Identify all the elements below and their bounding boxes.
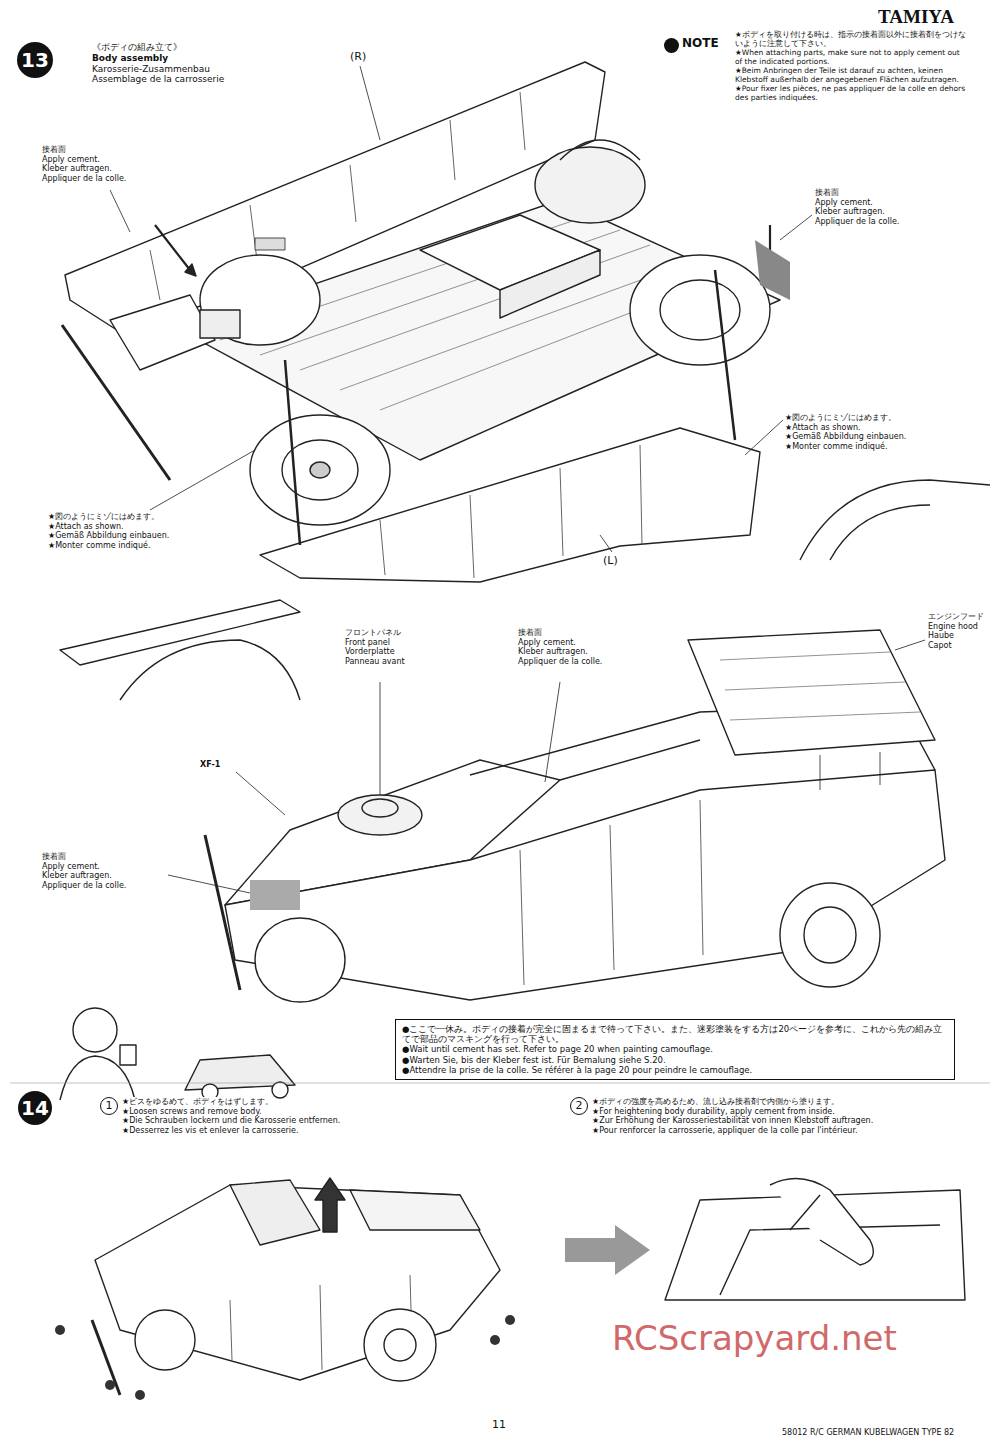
cement-callout-group: 接着面Apply cement.Kleber auftragen.Appliqu… <box>42 852 167 890</box>
note-text: 1 <box>106 1099 113 1112</box>
instruction-text: ★Desserrez les vis et enlever la carross… <box>122 1126 299 1136</box>
paint-code-group: XF-1 <box>200 760 240 770</box>
step-number: 1 <box>100 1097 118 1115</box>
instruction-callout-group: ★図のようにミゾにはめます。★Attach as shown.★Gemäß Ab… <box>48 512 223 550</box>
step-heading: Body assembly <box>92 53 168 64</box>
part-name: (R) <box>350 50 366 63</box>
brand-logo: TAMIYA <box>878 6 954 29</box>
part-callout: フロントパネル <box>345 628 401 638</box>
note-text: 13 <box>21 48 49 72</box>
brand-logo-group: TAMIYA <box>878 6 993 29</box>
part-callout: Front panel <box>345 638 390 648</box>
step-heading: Assemblage de la carrosserie <box>92 74 224 85</box>
instruction-callout: ★図のようにミゾにはめます。 <box>785 413 896 423</box>
note-text-group: ★ボディを取り付ける時は、指示の接着面以外に接着剤をつけないように注意して下さい… <box>735 30 967 102</box>
footer-text: 58012 R/C GERMAN KUBELWAGEN TYPE 82 <box>782 1428 954 1438</box>
cement-callout: Apply cement. <box>42 155 100 165</box>
part-callout-group: フロントパネルFront panelVorderplattePanneau av… <box>345 628 455 666</box>
note-text: ●Attendre la prise de la colle. Se référ… <box>402 1065 752 1075</box>
note-heading: NOTE <box>682 36 719 50</box>
note-text: ★Beim Anbringen der Teile ist darauf zu … <box>735 66 967 84</box>
part-callout: Vorderplatte <box>345 647 395 657</box>
instruction-callout: ★Gemäß Abbildung einbauen. <box>785 432 906 442</box>
instruction-text: ★For heightening body durability, apply … <box>592 1107 835 1117</box>
cement-callout: Kleber auftragen. <box>518 647 588 657</box>
step-number: 2 <box>570 1097 588 1115</box>
instruction-callout: ★Attach as shown. <box>48 522 124 532</box>
part-name: (L) <box>603 554 618 567</box>
cement-callout: 接着面 <box>42 145 66 155</box>
part-callout: Engine hood <box>928 622 978 632</box>
note-text: ★When attaching parts, make sure not to … <box>735 48 967 66</box>
part-callout: Panneau avant <box>345 657 405 667</box>
step-number: 14 <box>18 1091 52 1125</box>
note-text: ●Wait until cement has set. Refer to pag… <box>402 1044 713 1054</box>
step-heading-group: 《ボディの組み立て》Body assemblyKarosserie-Zusamm… <box>92 42 292 85</box>
note-heading-group: NOTE <box>682 36 732 50</box>
part-callout-group: エンジンフードEngine hoodHaubeCapot <box>928 612 996 650</box>
instruction-callout: ★Gemäß Abbildung einbauen. <box>48 531 169 541</box>
cement-callout: Apply cement. <box>518 638 576 648</box>
paint-code: XF-1 <box>200 760 220 770</box>
cement-callout-group: 接着面Apply cement.Kleber auftragen.Appliqu… <box>42 145 167 183</box>
page-number-group: 11 <box>492 1418 522 1431</box>
page-number: 11 <box>492 1418 506 1431</box>
cement-callout: 接着面 <box>42 852 66 862</box>
part-callout: Haube <box>928 631 954 641</box>
instruction-callout: ★図のようにミゾにはめます。 <box>48 512 159 522</box>
instruction-text: ★Loosen screws and remove body. <box>122 1107 262 1117</box>
instruction-text: ★Die Schrauben lockern und die Karosseri… <box>122 1116 340 1126</box>
instruction-text: ★Zur Erhöhung der Karosseriestabilität v… <box>592 1116 873 1126</box>
instruction-text: ★ボディの強度を高めるため、流し込み接着剤で内側から塗ります。 <box>592 1097 839 1107</box>
part-callout: Capot <box>928 641 952 651</box>
cement-callout: 接着面 <box>815 188 839 198</box>
footer-text-group: 58012 R/C GERMAN KUBELWAGEN TYPE 82 <box>782 1428 994 1438</box>
note-text: ★Pour fixer les pièces, ne pas appliquer… <box>735 84 967 102</box>
part-callout: エンジンフード <box>928 612 984 622</box>
step-heading: 《ボディの組み立て》 <box>92 42 182 53</box>
instruction-text: ★ビスをゆるめて、ボディをはずします。 <box>122 1097 273 1107</box>
note-text: ●Warten Sie, bis der Kleber fest ist. Fü… <box>402 1055 666 1065</box>
part-name-group: (R) <box>350 50 390 63</box>
cement-callout: Appliquer de la colle. <box>42 881 126 891</box>
instruction-text-group: ★ボディの強度を高めるため、流し込み接着剤で内側から塗ります。★For heig… <box>592 1097 962 1135</box>
part-name-group: (L) <box>603 554 643 567</box>
cement-callout: Appliquer de la colle. <box>42 174 126 184</box>
note-text: ★ボディを取り付ける時は、指示の接着面以外に接着剤をつけないように注意して下さい… <box>735 30 967 48</box>
cement-callout: Apply cement. <box>815 198 873 208</box>
note-text: 2 <box>576 1099 583 1112</box>
cement-callout-group: 接着面Apply cement.Kleber auftragen.Appliqu… <box>518 628 648 666</box>
note-text: ●ここで一休み。ボディの接着が完全に固まるまで待って下さい。また、迷彩塗装をする… <box>402 1024 948 1044</box>
cement-callout: Apply cement. <box>42 862 100 872</box>
instruction-callout-group: ★図のようにミゾにはめます。★Attach as shown.★Gemäß Ab… <box>785 413 960 451</box>
note-dot <box>664 38 679 53</box>
instruction-callout: ★Attach as shown. <box>785 423 861 433</box>
instruction-callout: ★Monter comme indiqué. <box>785 442 887 452</box>
step-heading: Karosserie-Zusammenbau <box>92 64 210 75</box>
watermark-group: RCScrapyard.net <box>612 1318 992 1359</box>
note-text: 14 <box>21 1096 49 1120</box>
cement-callout: 接着面 <box>518 628 542 638</box>
instruction-callout: ★Monter comme indiqué. <box>48 541 150 551</box>
note-box: ●ここで一休み。ボディの接着が完全に固まるまで待って下さい。また、迷彩塗装をする… <box>395 1019 955 1080</box>
instruction-text: ★Pour renforcer la carrosserie, applique… <box>592 1126 858 1136</box>
cement-callout-group: 接着面Apply cement.Kleber auftragen.Appliqu… <box>815 188 945 226</box>
cement-callout: Kleber auftragen. <box>42 871 112 881</box>
watermark: RCScrapyard.net <box>612 1318 897 1359</box>
cement-callout: Appliquer de la colle. <box>518 657 602 667</box>
cement-callout: Appliquer de la colle. <box>815 217 899 227</box>
cement-callout: Kleber auftragen. <box>815 207 885 217</box>
instruction-text-group: ★ビスをゆるめて、ボディをはずします。★Loosen screws and re… <box>122 1097 377 1135</box>
cement-callout: Kleber auftragen. <box>42 164 112 174</box>
step-number: 13 <box>17 42 53 78</box>
